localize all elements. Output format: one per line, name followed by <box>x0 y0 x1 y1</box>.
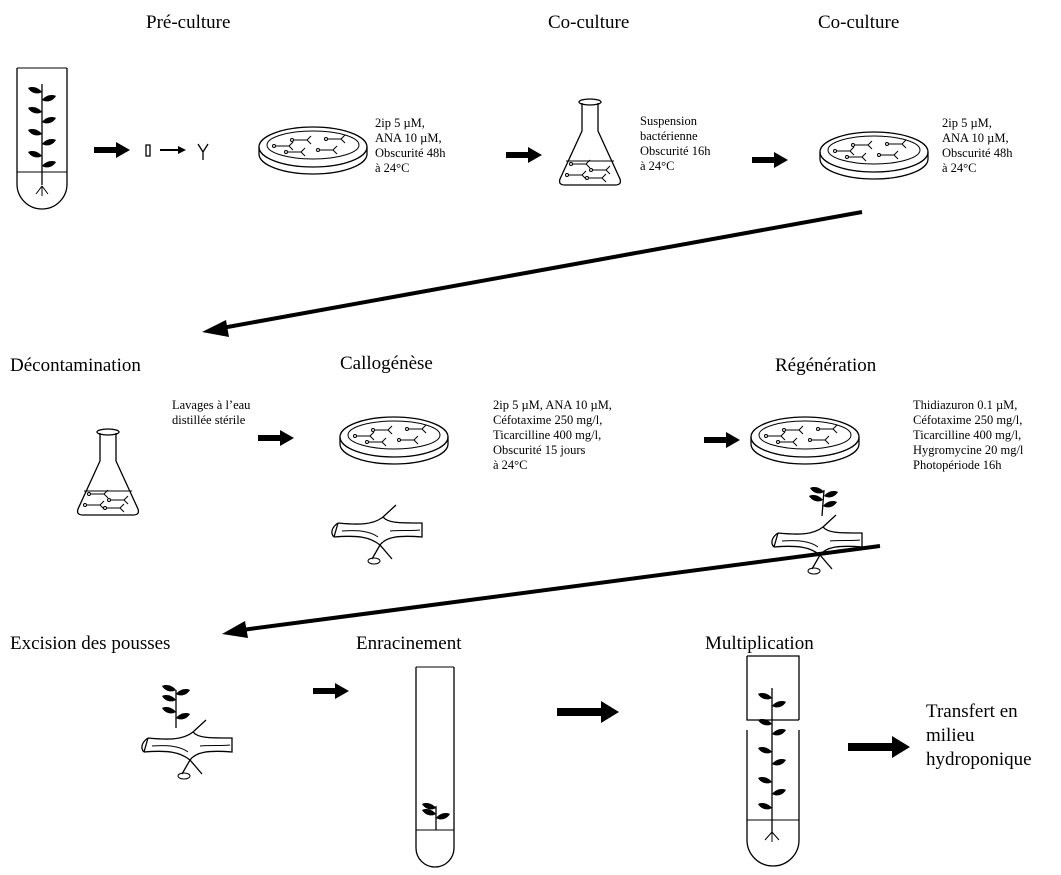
conditions-coculture: Suspension bactérienne Obscurité 16h à 2… <box>640 114 710 174</box>
rooting-tube <box>416 667 454 867</box>
condition-line: à 24°C <box>375 161 410 175</box>
condition-line: à 24°C <box>493 458 528 472</box>
condition-line: ANA 10 µM, <box>942 131 1009 145</box>
condition-line: Ticarcilline 400 mg/l, <box>493 428 602 442</box>
stage-title-enracinement: Enracinement <box>356 633 462 654</box>
stage-title-preculture: Pré-culture <box>146 12 231 33</box>
condition-line: Obscurité 48h <box>375 146 446 160</box>
stage-title-decontamination: Décontamination <box>10 355 141 376</box>
petri-dish <box>820 132 928 179</box>
callus-explant <box>331 504 423 565</box>
final-step-line: milieu <box>926 725 975 746</box>
condition-line: Céfotaxime 250 mg/l, <box>913 413 1023 427</box>
stage-title-multiplication: Multiplication <box>705 633 814 654</box>
conditions-coculture-2: 2ip 5 µM, ANA 10 µM, Obscurité 48h à 24°… <box>942 116 1012 176</box>
stage-title-coculture: Co-culture <box>548 12 630 33</box>
condition-line: Suspension <box>640 114 697 128</box>
arrow-icon <box>258 430 294 446</box>
stage-title-excision: Excision des pousses <box>10 633 171 654</box>
erlenmeyer-flask <box>560 99 621 185</box>
petri-dish <box>751 417 859 464</box>
stage-title-callogenese: Callogénèse <box>340 353 433 374</box>
stage-title-regeneration: Régénération <box>775 355 877 376</box>
conditions-decontamination: Lavages à l’eau distillée stérile <box>172 398 250 428</box>
arrow-icon <box>506 147 542 163</box>
explant-segments <box>146 144 208 160</box>
condition-line: 2ip 5 µM, ANA 10 µM, <box>493 398 612 412</box>
condition-line: 2ip 5 µM, <box>942 116 992 130</box>
condition-line: Thidiazuron 0.1 µM, <box>913 398 1018 412</box>
petri-dish <box>259 127 367 174</box>
condition-line: Lavages à l’eau <box>172 398 251 412</box>
erlenmeyer-flask <box>78 429 139 515</box>
condition-line: bactérienne <box>640 129 698 143</box>
arrow-icon <box>94 142 130 158</box>
culture-tube-plantlet <box>17 68 67 209</box>
condition-line: 2ip 5 µM, <box>375 116 425 130</box>
multiplication-tube <box>747 656 799 866</box>
diagonal-arrow-icon <box>222 546 880 638</box>
arrow-icon <box>313 683 349 699</box>
condition-line: Obscurité 16h <box>640 144 711 158</box>
arrow-icon <box>704 432 740 448</box>
arrow-icon <box>848 736 910 758</box>
arrow-icon <box>752 152 788 168</box>
final-step-line: Transfert en <box>926 701 1018 722</box>
regenerating-explant <box>771 487 863 575</box>
stage-title-coculture-2: Co-culture <box>818 12 900 33</box>
condition-line: ANA 10 µM, <box>375 131 442 145</box>
condition-line: Photopériode 16h <box>913 458 1002 472</box>
condition-line: à 24°C <box>942 161 977 175</box>
condition-line: Hygromycine 20 mg/l <box>913 443 1024 457</box>
condition-line: Obscurité 48h <box>942 146 1013 160</box>
condition-line: Céfotaxime 250 mg/l, <box>493 413 603 427</box>
condition-line: à 24°C <box>640 159 675 173</box>
conditions-regeneration: Thidiazuron 0.1 µM, Céfotaxime 250 mg/l,… <box>913 398 1023 473</box>
conditions-callogenese: 2ip 5 µM, ANA 10 µM, Céfotaxime 250 mg/l… <box>493 398 612 473</box>
petri-dish <box>340 417 448 464</box>
arrow-icon <box>557 701 619 723</box>
final-step-label: Transfert en milieu hydroponique <box>926 700 1032 772</box>
diagonal-arrow-icon <box>202 212 862 337</box>
condition-line: distillée stérile <box>172 413 246 427</box>
excised-shoot <box>141 685 233 780</box>
final-step-line: hydroponique <box>926 749 1032 770</box>
conditions-preculture: 2ip 5 µM, ANA 10 µM, Obscurité 48h à 24°… <box>375 116 445 176</box>
condition-line: Ticarcilline 400 mg/l, <box>913 428 1022 442</box>
condition-line: Obscurité 15 jours <box>493 443 586 457</box>
